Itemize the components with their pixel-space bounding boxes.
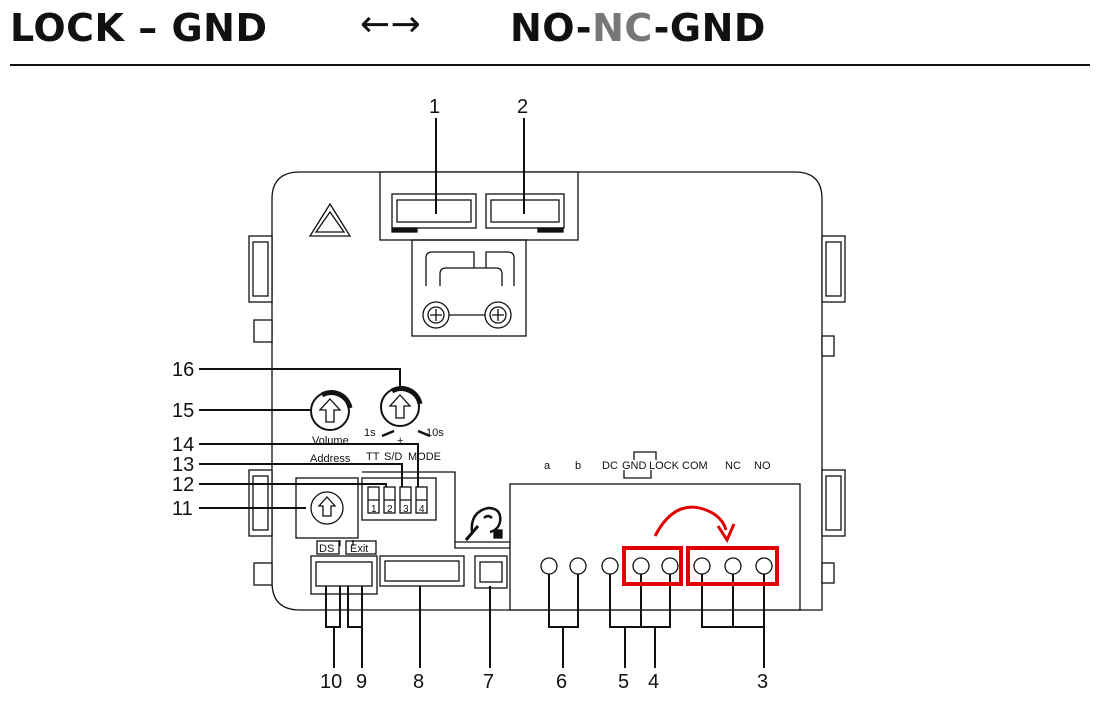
- callout-9: 9: [356, 671, 367, 693]
- label-dip-3: 3: [403, 504, 409, 515]
- label-tt: TT: [366, 451, 380, 463]
- callout-7: 7: [483, 671, 494, 693]
- header-rule: [10, 64, 1090, 66]
- highlight-com-nc-no: [686, 546, 779, 586]
- callout-3: 3: [757, 671, 768, 693]
- header-no: NO-: [510, 6, 593, 50]
- right-clip-bottom: [821, 469, 846, 537]
- header-left-title: LOCK – GND: [10, 6, 268, 50]
- curved-arrow-icon: [653, 505, 728, 537]
- callout-12: 12: [172, 474, 194, 496]
- callout-11: 11: [172, 498, 193, 520]
- label-lock: LOCK: [649, 460, 680, 472]
- label-no: NO: [754, 460, 771, 472]
- dip-switch-block: [361, 477, 437, 521]
- label-b: b: [575, 460, 581, 472]
- header-arrows: ←→: [360, 4, 422, 45]
- label-1s: 1s: [364, 427, 376, 439]
- label-gnd: GND: [622, 460, 647, 472]
- callout-13: 13: [172, 454, 194, 476]
- callout-8: 8: [413, 671, 424, 693]
- right-clip-mid: [821, 335, 835, 357]
- arrow-up-knob-icon: [318, 398, 342, 423]
- left-clip-bottom: [248, 469, 273, 537]
- callout-5: 5: [618, 671, 629, 693]
- label-plus: +: [397, 435, 403, 447]
- label-sd: S/D: [384, 451, 402, 463]
- label-mode: MODE: [408, 451, 441, 463]
- left-clip-mid: [253, 319, 273, 343]
- header-nc: NC: [592, 6, 654, 50]
- callout-4: 4: [648, 671, 659, 693]
- exit-box: [345, 540, 377, 555]
- left-clip-top: [248, 235, 273, 303]
- header: LOCK – GND ←→ NO-NC-GND: [0, 0, 1110, 70]
- label-ds: DS: [319, 543, 334, 555]
- label-nc: NC: [725, 460, 741, 472]
- label-volume: Volume: [312, 435, 349, 447]
- label-dc: DC: [602, 460, 618, 472]
- connector-8: [379, 555, 465, 587]
- callout-14: 14: [172, 434, 194, 456]
- label-exit: Exit: [350, 543, 368, 555]
- label-dip-4: 4: [419, 504, 425, 515]
- connector-1: [391, 193, 477, 229]
- label-com: COM: [682, 460, 708, 472]
- callout-6: 6: [556, 671, 567, 693]
- callout-16: 16: [172, 359, 194, 381]
- warning-triangle-icon: [308, 202, 352, 237]
- header-gnd: -GND: [653, 6, 766, 50]
- header-right-title: NO-NC-GND: [510, 6, 766, 50]
- right-clip-top: [821, 235, 846, 303]
- connector-ds: [310, 555, 378, 595]
- label-10s: 10s: [426, 427, 444, 439]
- label-a: a: [544, 460, 551, 472]
- callout-15: 15: [172, 400, 194, 422]
- label-address: Address: [310, 453, 351, 465]
- mounting-bracket: [411, 239, 527, 337]
- ds-box: [316, 540, 340, 555]
- label-dip-2: 2: [387, 504, 393, 515]
- highlight-gnd-lock: [622, 546, 683, 586]
- callout-2: 2: [517, 96, 528, 118]
- label-dip-1: 1: [371, 504, 377, 515]
- callout-10: 10: [320, 671, 342, 693]
- callout-1: 1: [429, 96, 440, 118]
- hearing-loop-icon: [470, 506, 502, 534]
